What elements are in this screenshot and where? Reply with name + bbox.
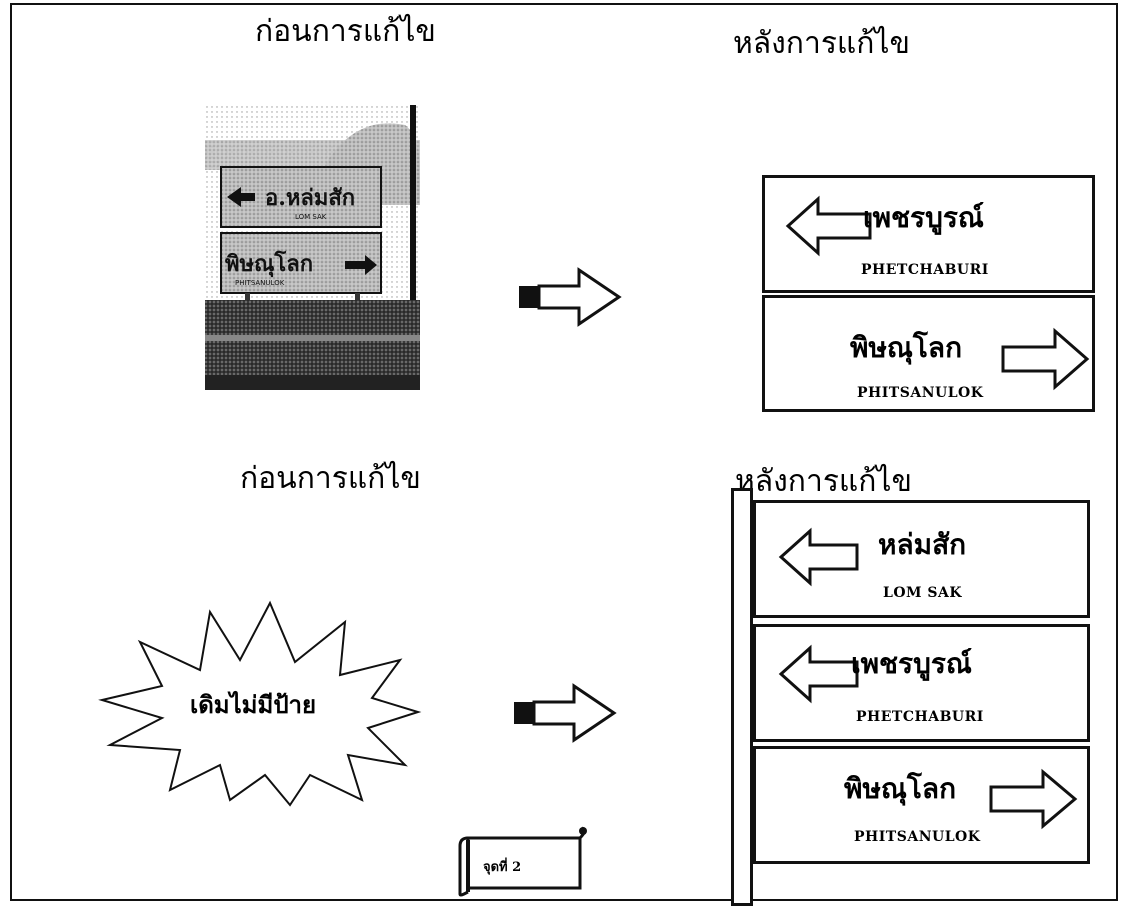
starburst-shape <box>98 600 422 807</box>
scroll-label: จุดที่ 2 <box>483 860 522 875</box>
bottom-sign-phitsanulok: พิษณุโลก PHITSANULOK <box>753 746 1090 864</box>
sign-post <box>731 488 753 906</box>
photo-sign2-th: พิษณุโลก <box>225 250 313 278</box>
top-sign-phitsanulok: พิษณุโลก PHITSANULOK <box>762 295 1095 412</box>
left-arrow-icon <box>778 527 859 587</box>
scroll-shape <box>458 826 587 897</box>
top-sign-1-en: PHETCHABURI <box>861 262 989 278</box>
top-sign-1-th: เพชรบูรณ์ <box>863 201 984 234</box>
heading-before-top: ก่อนการแก้ไข <box>255 14 436 49</box>
bottom-sign-1-en: LOM SAK <box>883 585 963 601</box>
right-arrow-icon <box>1001 327 1090 391</box>
left-arrow-icon <box>778 644 859 704</box>
right-arrow-icon <box>989 768 1078 830</box>
arrow-top <box>519 267 622 327</box>
arrow-bottom <box>514 683 617 743</box>
starburst-text: เดิมไม่มีป้าย <box>190 690 317 719</box>
photo-sign2-en: PHITSANULOK <box>235 279 285 287</box>
bottom-sign-3-en: PHITSANULOK <box>854 829 981 845</box>
heading-before-bottom: ก่อนการแก้ไข <box>240 461 421 496</box>
photo-graphic: อ.หล่มสัก LOM SAK พิษณุโลก PHITSANULOK <box>205 105 420 390</box>
bottom-sign-lomsak: หล่มสัก LOM SAK <box>753 500 1090 618</box>
photo-sign1-en: LOM SAK <box>295 213 327 221</box>
left-arrow-icon <box>785 195 872 257</box>
top-sign-2-th: พิษณุโลก <box>850 331 963 364</box>
bottom-sign-1-th: หล่มสัก <box>878 528 967 561</box>
bottom-sign-3-th: พิษณุโลก <box>844 772 957 805</box>
page-frame <box>10 3 1118 901</box>
top-sign-2-en: PHITSANULOK <box>857 385 984 401</box>
original-sign-photo: อ.หล่มสัก LOM SAK พิษณุโลก PHITSANULOK <box>205 105 420 390</box>
heading-after-bottom: หลังการแก้ไข <box>735 464 913 499</box>
top-sign-phetchaburi: เพชรบูรณ์ PHETCHABURI <box>762 175 1095 293</box>
heading-after-top: หลังการแก้ไข <box>733 26 911 61</box>
photo-sign1-th: อ.หล่มสัก <box>265 185 355 211</box>
bottom-sign-2-en: PHETCHABURI <box>856 709 984 725</box>
bottom-sign-2-th: เพชรบูรณ์ <box>851 647 972 680</box>
bottom-sign-phetchaburi: เพชรบูรณ์ PHETCHABURI <box>753 624 1090 742</box>
